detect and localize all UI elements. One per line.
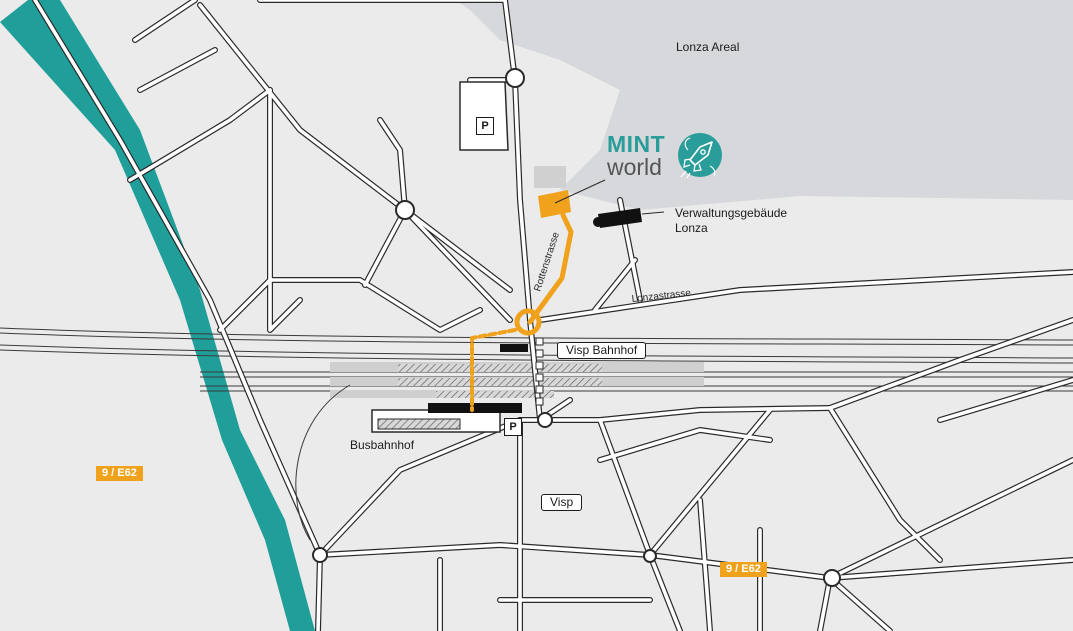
mint-world-building bbox=[534, 166, 606, 218]
bus-station-label: Busbahnhof bbox=[350, 438, 415, 452]
lonza-admin-building bbox=[593, 208, 665, 228]
station-building-south bbox=[428, 403, 522, 413]
roundabouts bbox=[312, 68, 841, 587]
parking-icon-south: P bbox=[504, 418, 522, 436]
area-label-lonza: Lonza Areal bbox=[676, 40, 740, 54]
logo-world-text: world bbox=[607, 154, 662, 180]
logo-mint-text: MINT bbox=[607, 131, 666, 157]
pedestrian-underpass bbox=[535, 337, 544, 406]
admin-building-label: Verwaltungsgebäude Lonza bbox=[675, 206, 787, 236]
station-label: Visp Bahnhof bbox=[557, 342, 647, 359]
parking-icon-north: P bbox=[476, 117, 494, 135]
admin-building-label-line1: Verwaltungsgebäude bbox=[675, 206, 788, 220]
station-building-north bbox=[500, 344, 528, 352]
admin-building-label-line2: Lonza bbox=[675, 221, 708, 235]
lonza-areal-zone bbox=[455, 0, 1073, 210]
bus-station-building bbox=[371, 409, 501, 433]
highway-badge-west: 9 / E62 bbox=[96, 466, 143, 481]
bus-access-road bbox=[295, 384, 351, 541]
rocket-icon bbox=[678, 133, 722, 179]
access-route bbox=[470, 212, 574, 412]
platforms bbox=[330, 362, 704, 398]
parking-lot-north bbox=[459, 81, 509, 151]
highway-badge-east: 9 / E62 bbox=[720, 562, 767, 577]
town-label-visp: Visp bbox=[541, 494, 583, 511]
road-network bbox=[32, 0, 1073, 631]
river bbox=[0, 0, 315, 631]
